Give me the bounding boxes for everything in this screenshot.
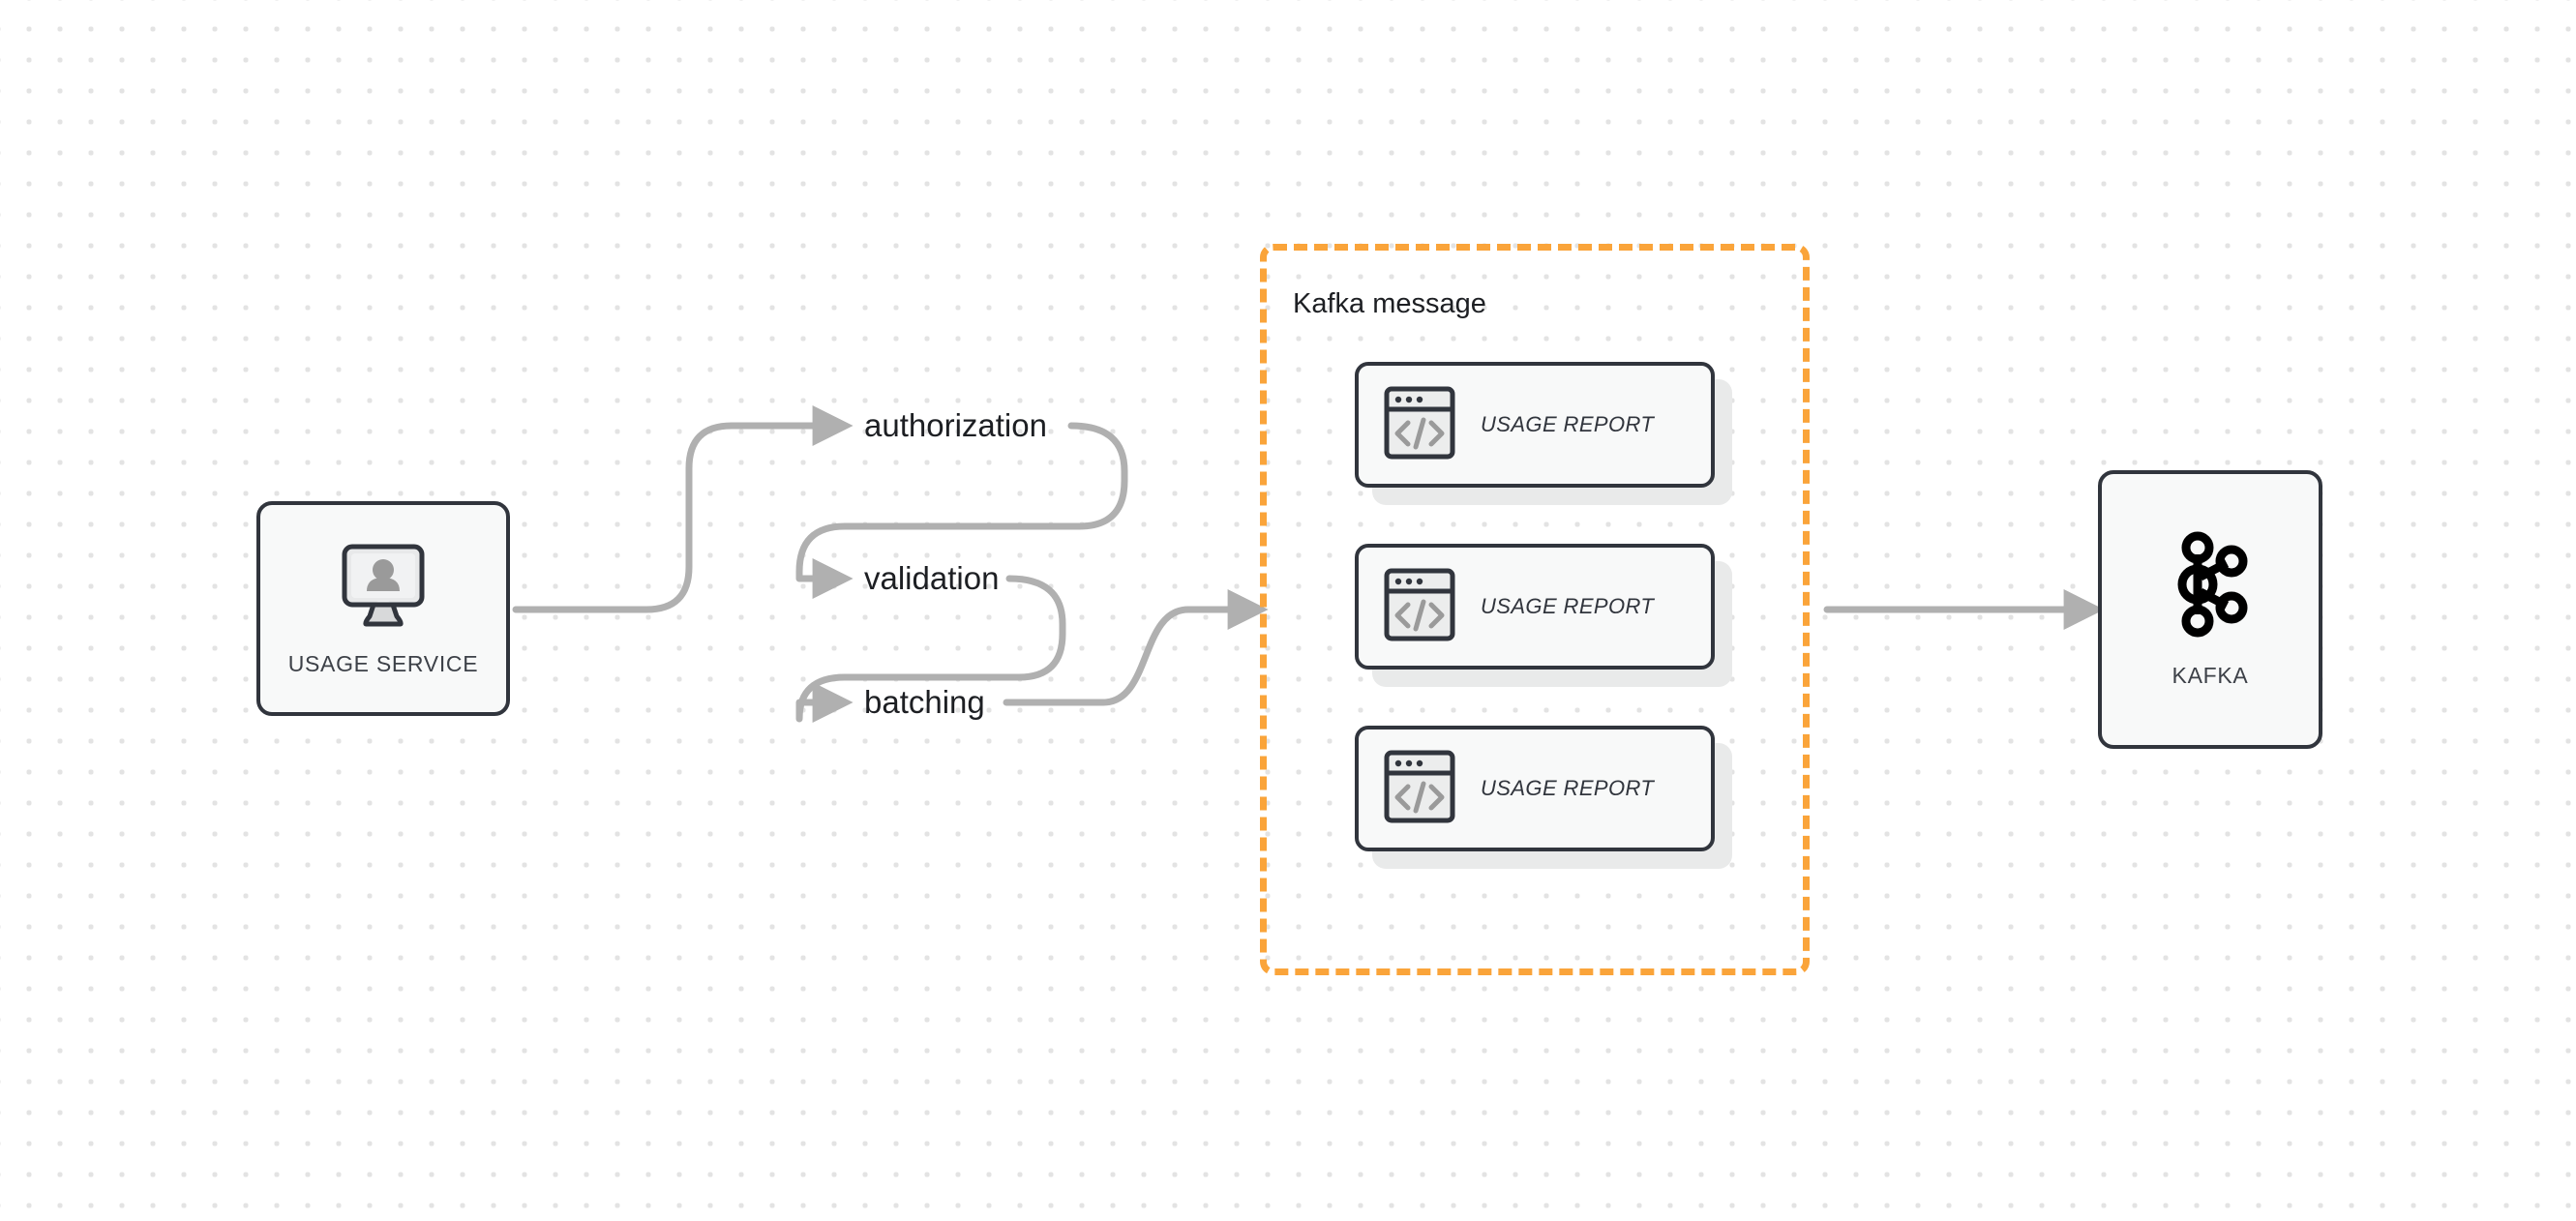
code-window-icon (1384, 386, 1455, 464)
edge-batching-to-kafka-message (1003, 589, 1269, 706)
group-kafka-message[interactable] (1260, 244, 1810, 975)
kafka-logo-icon (2169, 531, 2252, 638)
code-window-icon (1384, 568, 1455, 646)
usage-report-card[interactable]: USAGE REPORT (1355, 544, 1732, 689)
node-usage-service[interactable]: USAGE SERVICE (256, 501, 510, 716)
usage-report-card-label: USAGE REPORT (1481, 594, 1655, 618)
step-label-validation[interactable]: validation (864, 560, 1000, 596)
usage-report-card-label: USAGE REPORT (1481, 776, 1655, 800)
usage-report-card[interactable]: USAGE REPORT (1355, 726, 1732, 871)
usage-report-card[interactable]: USAGE REPORT (1355, 362, 1732, 507)
node-kafka-label: KAFKA (2172, 662, 2249, 688)
node-usage-service-label: USAGE SERVICE (287, 650, 479, 676)
step-label-authorization[interactable]: authorization (864, 407, 1047, 443)
edge-usage-service-to-authorization (512, 405, 854, 613)
usage-report-card-label: USAGE REPORT (1481, 412, 1655, 436)
group-kafka-message-title: Kafka message (1293, 288, 1486, 319)
monitor-user-icon (335, 541, 432, 630)
step-label-batching[interactable]: batching (864, 684, 985, 720)
edge-authorization-to-validation (795, 422, 1128, 599)
node-kafka[interactable]: KAFKA (2098, 470, 2322, 749)
code-window-icon (1384, 750, 1455, 828)
